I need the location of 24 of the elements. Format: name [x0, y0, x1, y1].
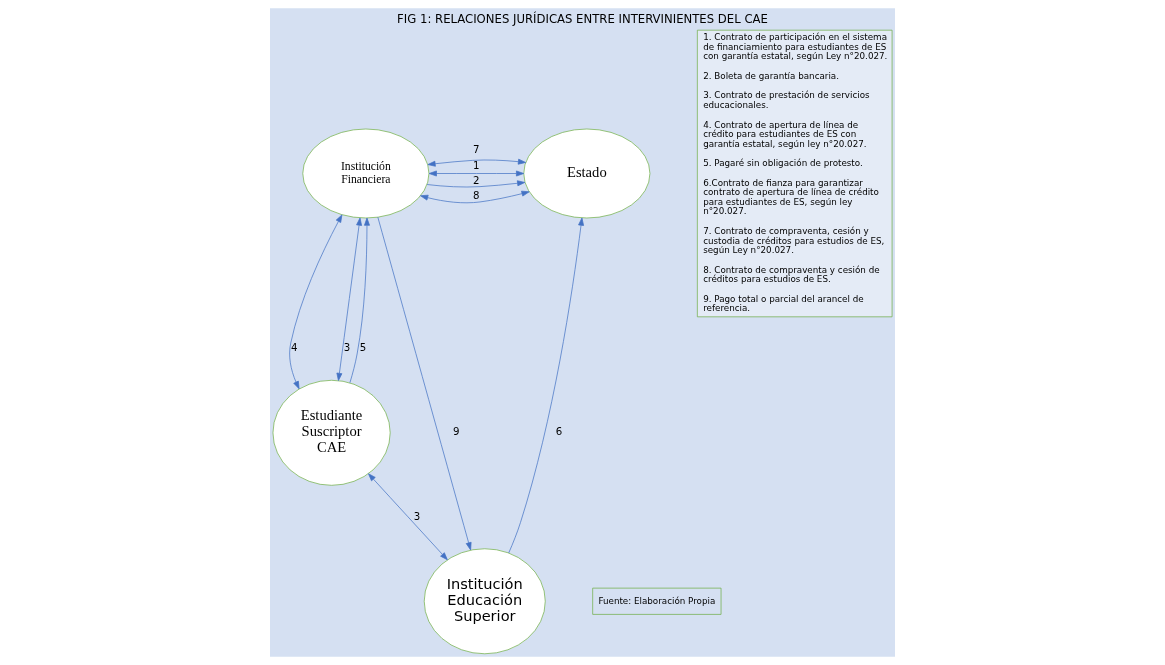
arrow: [289, 214, 343, 390]
arrow: [427, 158, 526, 167]
edge-label: 4: [291, 342, 298, 354]
arrow: [368, 473, 448, 561]
edge-label: 9: [453, 426, 460, 438]
arrow: [377, 216, 472, 551]
edge-label: 6: [555, 426, 563, 438]
caption: Fuente: Elaboración Propia: [598, 595, 716, 606]
arrow: [426, 180, 526, 188]
edge-label: 3: [343, 342, 351, 354]
edge-label: 5: [359, 342, 367, 354]
node-box: 1. Contrato de participación en el sistema de financiamiento para estudiantes de ES con garantía estatal, según Ley n°20.027. 2. Boleta de garantía bancaria. 3. Contrato de prestación de servicios educacionales. 4. Contrato de apertura de línea de crédito para estudiantes de ES con garantía estatal, según ley n°20.027. 5. Pagaré sin obligación de protesto. 6.Contrato de fianza para garantizar contrato de apertura de línea de crédito para estudiantes de ES, según ley n°20.027. 7. Contrato de compraventa, cesión y custodia de créditos para estudios de ES, según Ley n°20.027. 8. Contrato de compraventa y cesión de créditos para estudios de ES. 9. Pago total o parcial del arancel de referencia.: [697, 29, 893, 318]
edge-label: 7: [473, 144, 480, 156]
arrow: [420, 190, 530, 204]
arrow: [349, 217, 370, 384]
arrow: [336, 217, 362, 381]
node-ellipse: Institución Educación Superior: [423, 548, 546, 655]
edge-label: 3: [413, 510, 421, 522]
edge-label: 8: [473, 190, 480, 202]
arrow: [508, 217, 584, 554]
diagram-title: FIG 1: RELACIONES JURÍDICAS ENTRE INTERVINIENTES DEL CAE: [397, 12, 768, 27]
arrow: [428, 170, 525, 177]
edge-label: 1: [473, 159, 480, 171]
edge-label: 2: [473, 174, 480, 186]
